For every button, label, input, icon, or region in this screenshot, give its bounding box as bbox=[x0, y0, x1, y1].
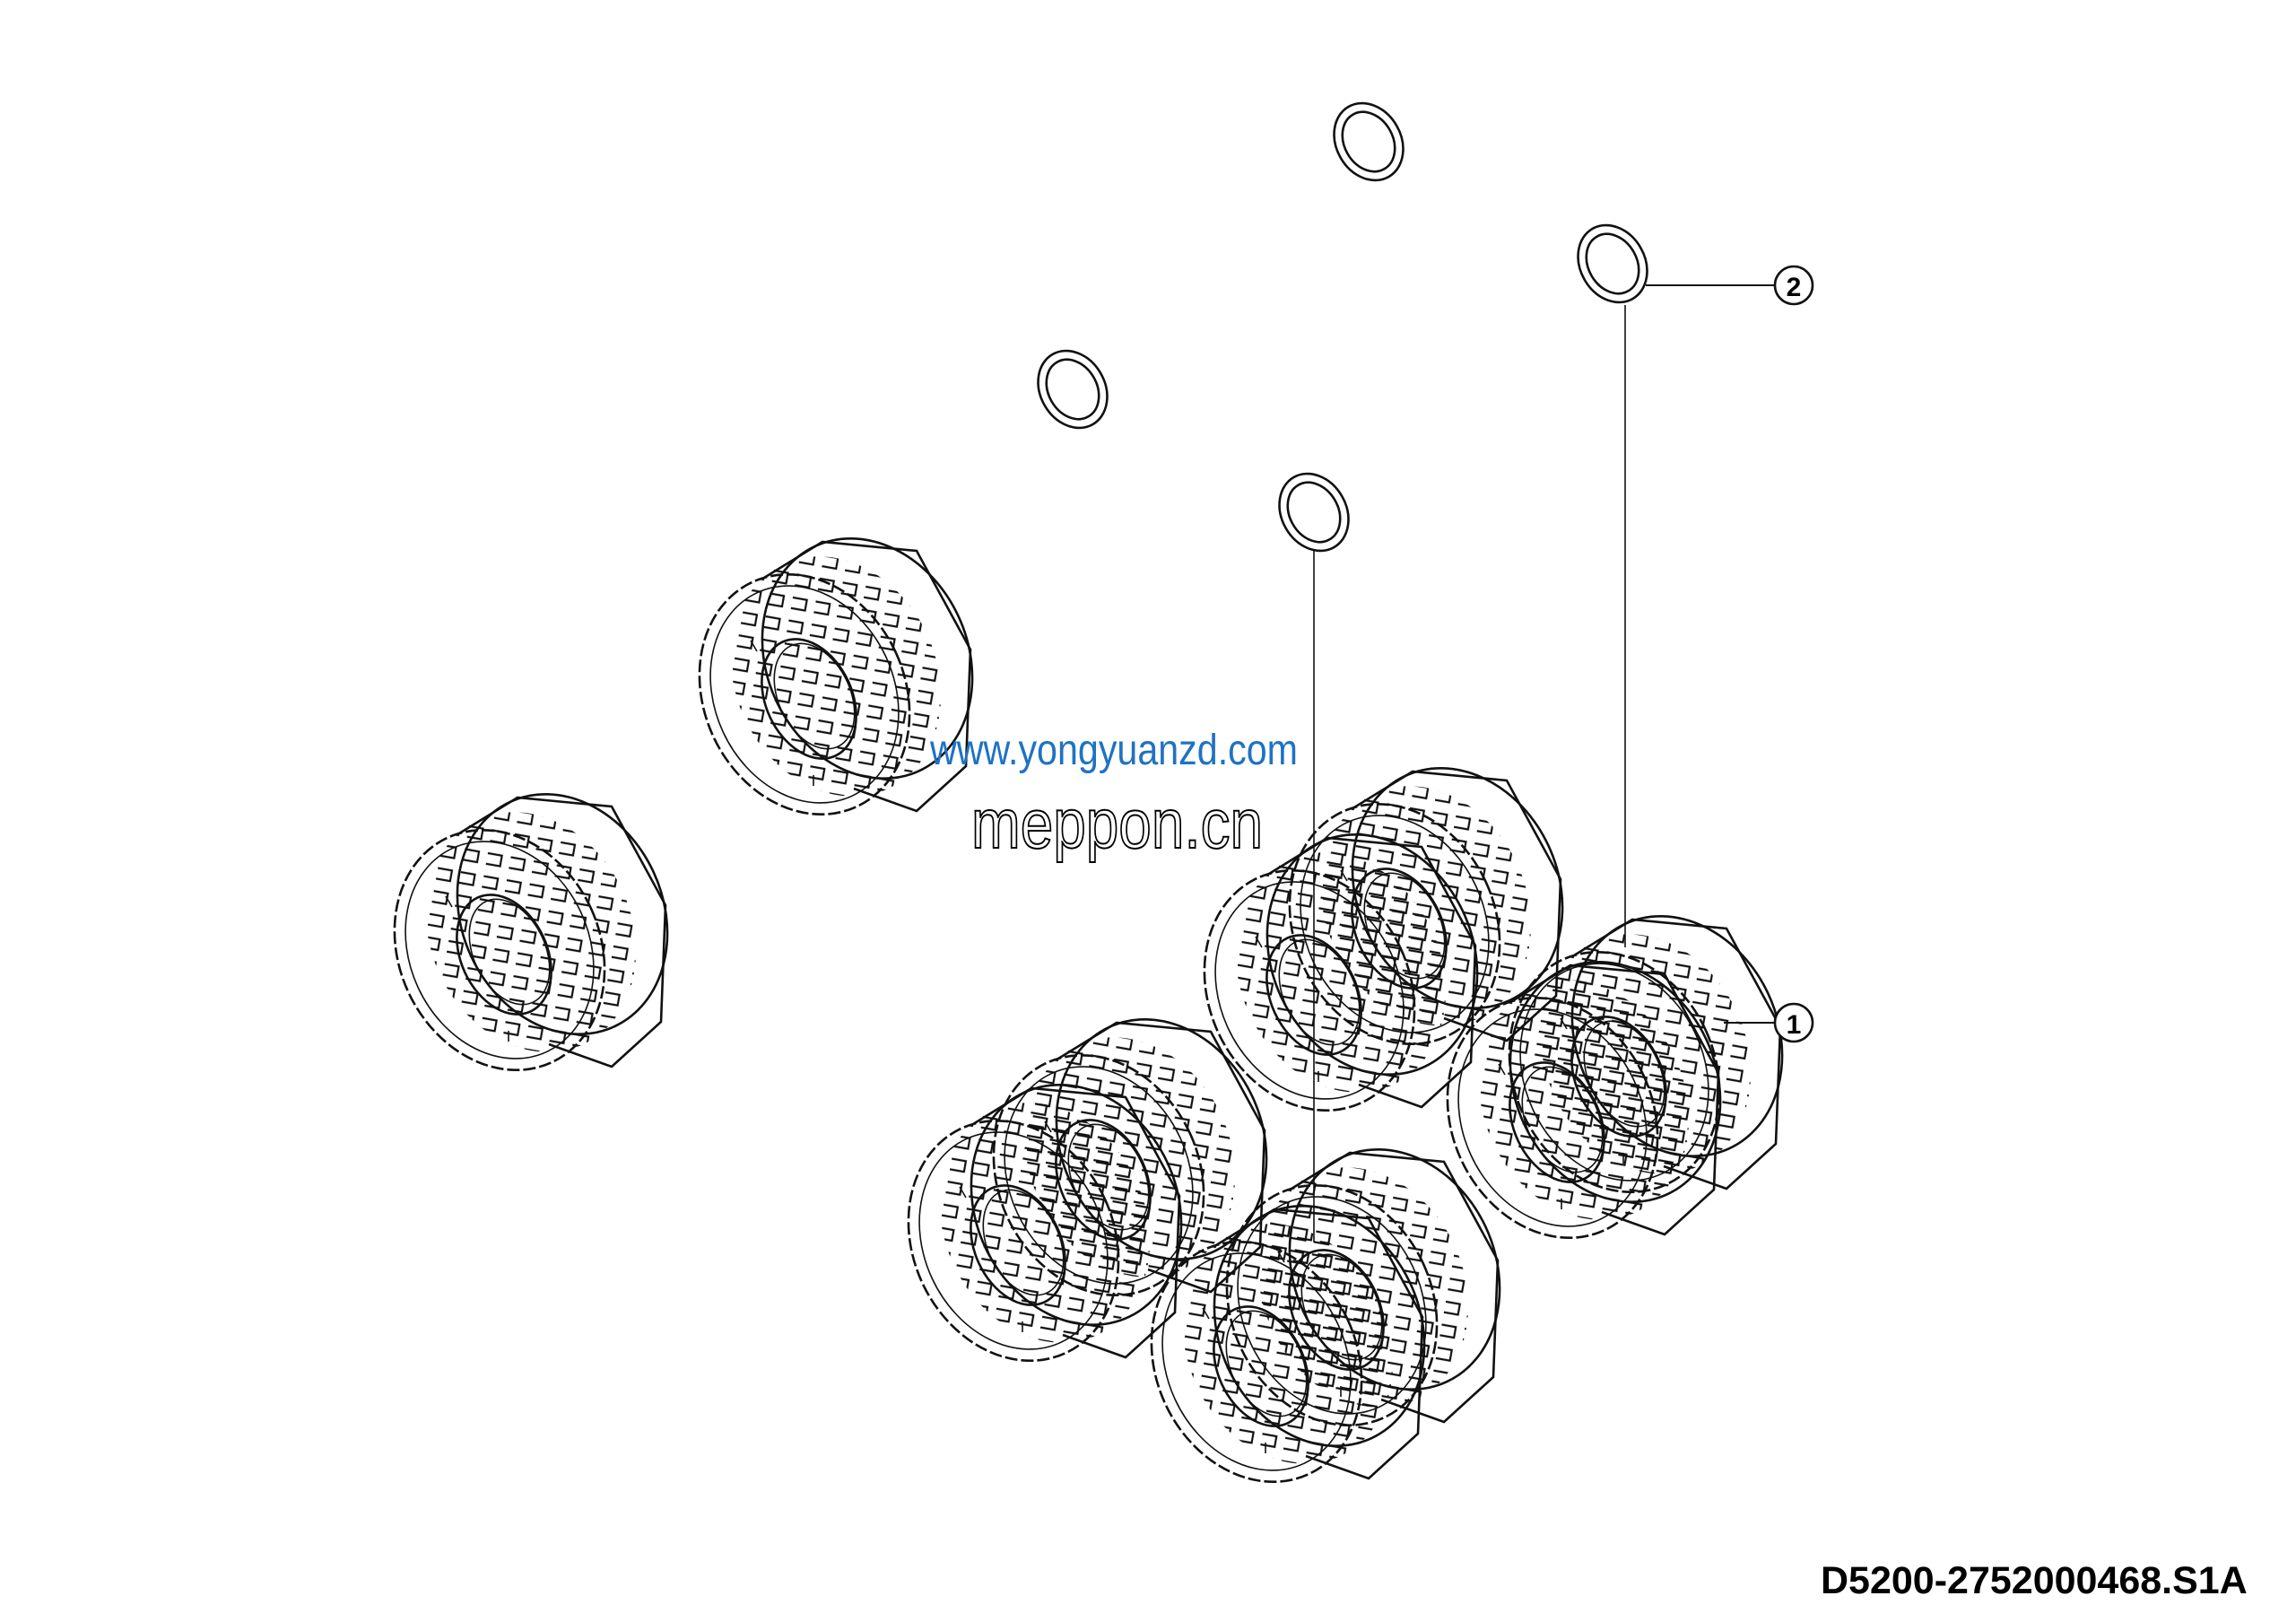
callout-1-number: 1 bbox=[1787, 1010, 1802, 1040]
drawing-number: D5200-2752000468.S1A bbox=[1821, 1559, 2248, 1602]
ring-part bbox=[1563, 211, 1662, 317]
ring-part bbox=[1023, 336, 1122, 442]
watermark-yongyuanzd: www.yongyuanzd.com bbox=[929, 727, 1298, 774]
tire-single bbox=[659, 502, 1013, 850]
callout-2-circle bbox=[1773, 265, 1814, 306]
ring-part bbox=[1319, 89, 1418, 195]
callout-2-number: 2 bbox=[1787, 273, 1802, 302]
watermark-meppon: meppon.cn bbox=[971, 784, 1263, 863]
ring-part bbox=[1265, 459, 1363, 565]
callout-1-circle bbox=[1773, 1002, 1814, 1043]
tire-single bbox=[354, 758, 708, 1106]
